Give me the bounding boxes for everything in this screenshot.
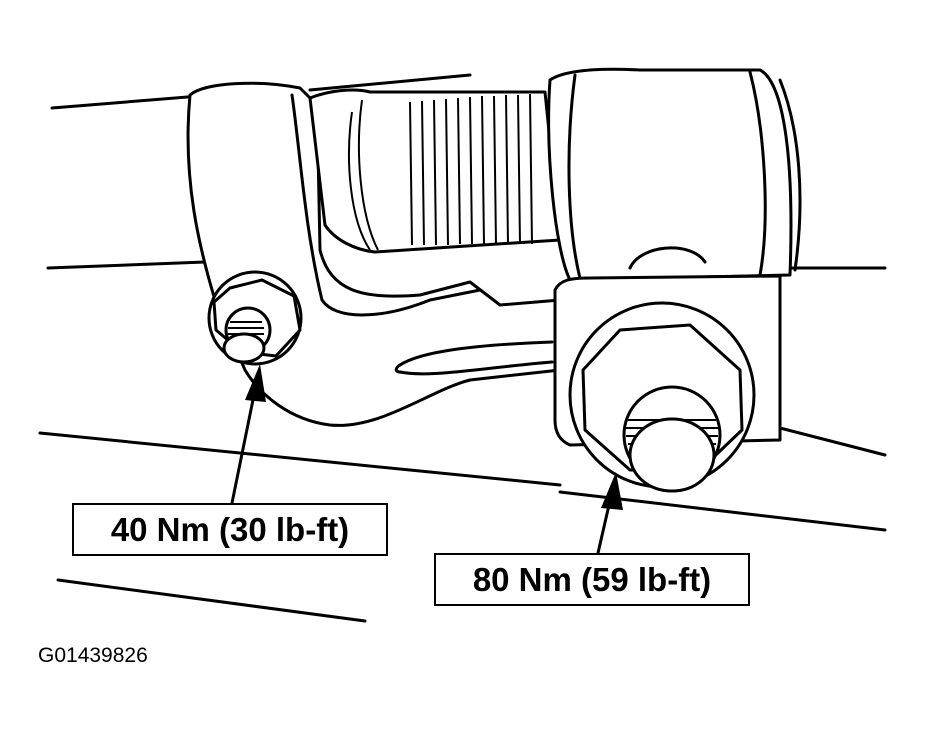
torque-callout-left-text: 40 Nm (30 lb-ft) xyxy=(110,511,350,548)
figure-id: G01439826 xyxy=(38,644,148,667)
thread-ridges xyxy=(409,93,533,246)
torque-callout-right-text: 80 Nm (59 lb-ft) xyxy=(472,561,712,598)
left-bolt xyxy=(207,270,303,366)
torque-callout-right: 80 Nm (59 lb-ft) xyxy=(434,553,750,606)
left-leader-arrow xyxy=(230,364,266,505)
clamp-housing xyxy=(547,67,802,282)
rack-housing xyxy=(308,88,562,254)
right-bolt xyxy=(568,301,756,493)
right-leader-arrow xyxy=(596,472,623,555)
torque-callout-left: 40 Nm (30 lb-ft) xyxy=(72,503,388,556)
